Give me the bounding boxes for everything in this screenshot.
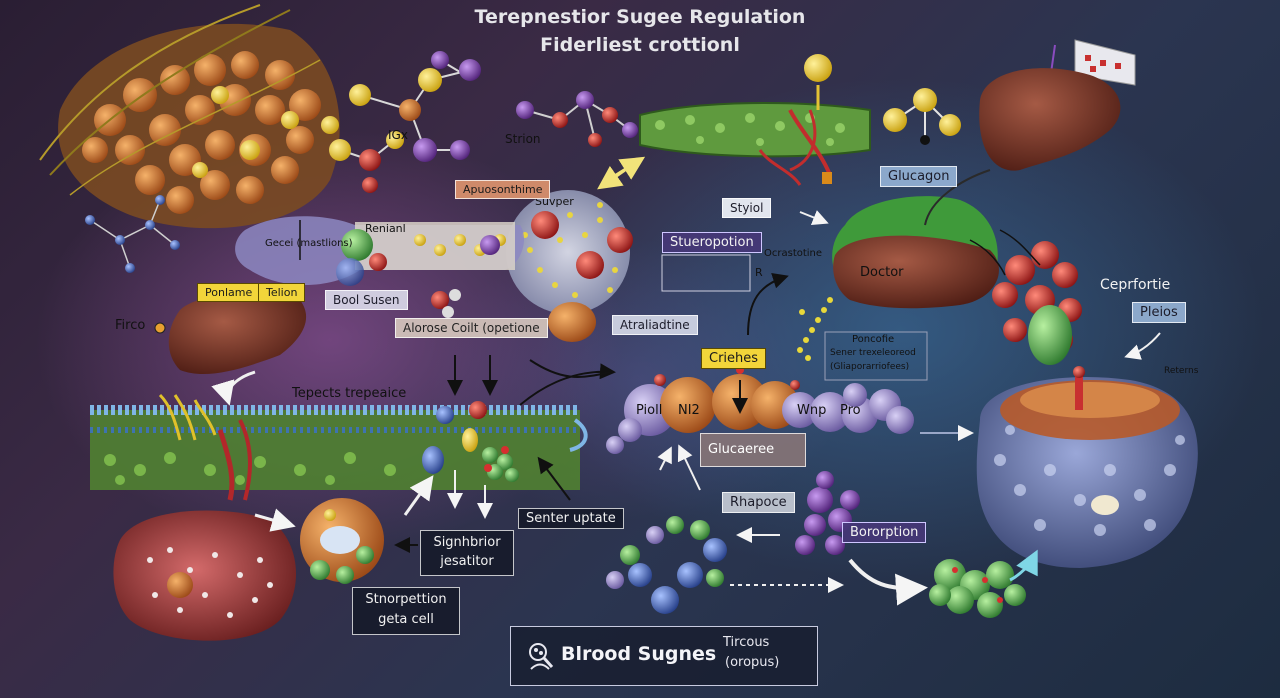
red-cell-cluster-right [992,241,1082,365]
beta-cell-illustration [300,498,384,584]
label-stnorpettion-line1: Stnorpettion [365,592,447,607]
label-styiol: Styiol [722,198,772,218]
label-doctor: Doctor [860,265,904,280]
title-line-1: Terepnestior Sugee Regulation [474,6,806,28]
liver-illustration-left [154,293,307,375]
label-bororption: Bororption [842,522,927,543]
adipose-cluster-illustration [39,4,340,229]
molecule-chain-bottom [606,516,727,614]
cell-membrane-illustration [90,393,588,501]
label-signhbrior-line2: jesatitor [440,554,494,569]
label-senter-uptate: Senter uptate [518,508,624,529]
label-gecei: Gecei (mastlions) [265,238,353,249]
glucose-dot-chains [797,297,833,361]
glucose-molecules-topright [883,88,961,145]
label-pioll: Pioll [636,403,663,418]
blood-sugar-panel: Blrood Sugnes Tircous (oropus) [510,626,818,686]
liver-illustration-right [832,169,999,309]
molecule-chain-strion [516,91,638,147]
hormone-cluster-center [606,366,914,454]
label-pro: Pro [840,403,861,418]
label-ponlame: Ponlame [197,283,261,302]
label-r: R [755,266,763,279]
label-stueropotion: Stueropotion [662,232,762,253]
label-signhbrior-line1: Signhbrior [433,535,501,550]
green-cluster-bottom [929,559,1026,618]
panel-sub-label-1: Tircous [723,635,770,650]
label-rhapoce: Rhapoce [722,492,795,513]
molecule-network-topleft [85,195,180,273]
label-bool-susen: Bool Susen [325,290,408,310]
red-molecule-small [431,289,461,318]
magnifier-molecule-icon [529,643,554,670]
label-fircol: Firco [115,318,146,333]
glucose-molecules-top [321,51,481,193]
label-ni2: NI2 [678,403,700,418]
label-alorose: Alorose Coilt (opetione [395,318,548,338]
label-wnp: Wnp [797,403,827,418]
label-crielies: Criehes [701,348,767,369]
label-apuosonthime: Apuosonthime [455,180,551,199]
label-signhbrior: Signhbrior jesatitor [420,530,514,576]
stueropotion-frame [661,254,751,292]
label-telion: Telion [258,283,306,302]
label-reniansl: Renianl [365,222,406,235]
label-tepects: Tepects trepeaice [292,386,407,401]
label-poncofie: Poncofie [852,334,895,345]
panel-main-label: Blrood Sugnes [561,643,717,665]
label-sener-transl: Sener trexeleoreod [830,348,916,358]
intestinal-vessel-illustration [639,54,871,186]
pathway-arrows [211,156,1161,606]
insulin-receptor-cluster [422,401,519,482]
label-strion: Strion [505,132,541,146]
clipboard-illustration [1049,39,1136,86]
muscle-tissue-illustration [113,510,297,641]
title-line-2: Fiderliest crottionl [540,34,740,56]
poncofie-frame [824,331,928,381]
label-igx: IGx [388,128,408,142]
label-gliapor: (Gliaporarriofees) [830,362,910,372]
label-pleios: Pleios [1132,302,1186,323]
label-stnorpettion-line2: geta cell [378,612,434,627]
label-ceprfortie: Ceprfortie [1100,277,1171,293]
label-reterns: Reterns [1164,366,1199,376]
label-glucaree: Glucaeree [700,433,806,467]
target-cell-illustration [976,366,1198,568]
pancreas-illustration [235,216,525,286]
label-atraliadtine: Atraliadtine [612,315,698,335]
panel-sub-label-2: (oropus) [725,655,780,670]
label-glucagon: Glucagon [880,166,958,187]
sugar-particle-sphere [506,190,633,342]
label-stnorpettion: Stnorpettion geta cell [352,587,460,635]
liver-illustration-top [979,68,1121,171]
label-ocrastotine: Ocrastotine [764,248,823,259]
purple-cluster-bottom [795,471,860,555]
